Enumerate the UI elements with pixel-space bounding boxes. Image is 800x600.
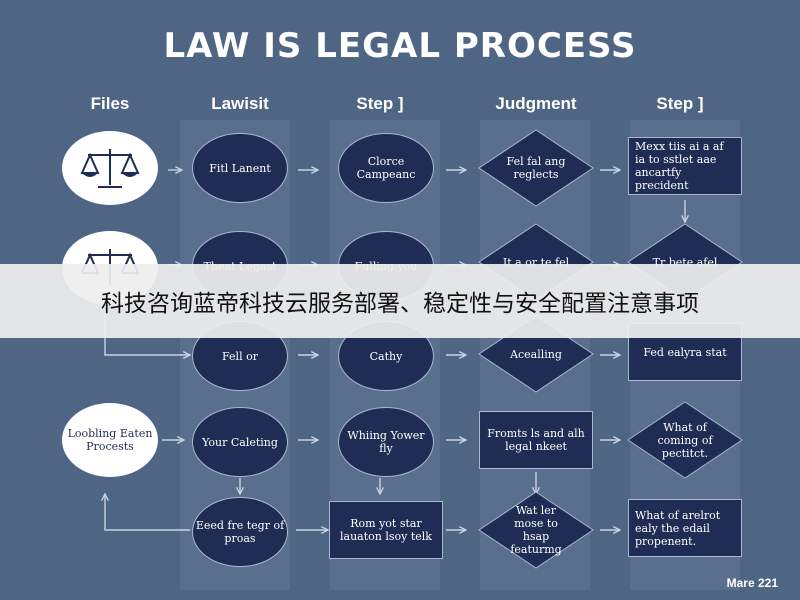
judgment-node-5-label: Wat ler mose to hsap featurmg — [510, 504, 562, 556]
page-title: LAW IS LEGAL PROCESS — [163, 26, 637, 66]
step-2-node-4-label: What of coming of pectitct. — [657, 420, 713, 460]
step-1-node-1: Clorce Campeanc — [338, 133, 434, 203]
files-node-4: Loobling Eaten Procests — [62, 403, 158, 477]
step-2-node-1: Mexx tiis ai a af ia to sstlet aae ancar… — [628, 137, 742, 195]
corner-tag: Mare 221 — [726, 576, 778, 590]
lawsuit-node-5: Eeed fre tegr of proas — [192, 497, 288, 567]
lawsuit-node-4: Your Caleting — [192, 407, 288, 477]
column-header-step-1: Step ] — [356, 94, 404, 113]
column-header-lawsuit: Lawisit — [211, 94, 269, 113]
scales-icon — [80, 149, 140, 188]
files-node-scales — [62, 131, 158, 205]
judgment-node-4: Fromts ls and alh legal nkeet — [479, 411, 593, 469]
judgment-node-1: Fel fal ang reglects — [477, 128, 595, 208]
column-header-step-2: Step ] — [656, 94, 704, 113]
column-header-files: Files — [90, 94, 130, 113]
lawsuit-node-1: Fitl Lanent — [192, 133, 288, 203]
step-1-node-4: Whiing Yower fly — [338, 407, 434, 477]
step-2-node-5: What of arelrot ealy the edail propenent… — [628, 499, 742, 557]
step-2-node-4: What of coming of pectitct. — [626, 400, 744, 480]
column-header-judgment: Judgment — [495, 94, 577, 113]
judgment-node-5: Wat ler mose to hsap featurmg — [477, 490, 595, 570]
judgment-node-3-label: Acealling — [510, 347, 562, 361]
overlay-banner: 科技咨询蓝帝科技云服务部署、稳定性与安全配置注意事项 — [0, 264, 800, 338]
step-1-node-5: Rom yot star lauaton lsoy telk — [329, 501, 443, 559]
judgment-node-1-label: Fel fal ang reglects — [506, 155, 566, 181]
